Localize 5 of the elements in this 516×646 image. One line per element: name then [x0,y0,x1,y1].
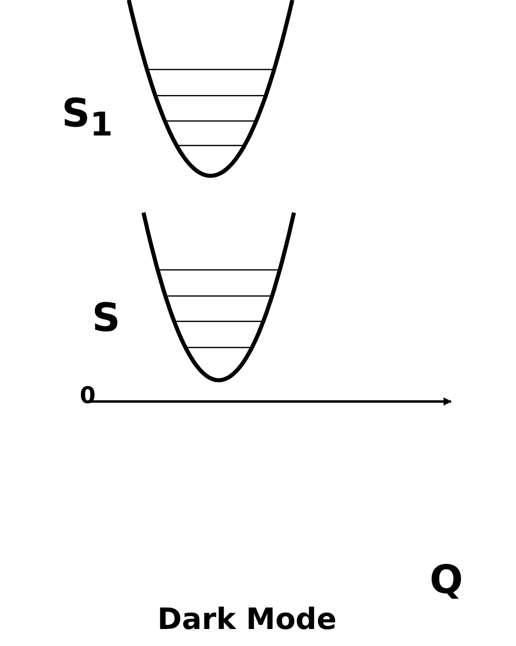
state-label: S$_{1}$ [62,94,113,142]
state-label: S [92,298,120,338]
subscript-label: 0 [80,384,96,408]
axis-label: Q [430,560,464,600]
caption: Dark Mode [157,605,337,635]
